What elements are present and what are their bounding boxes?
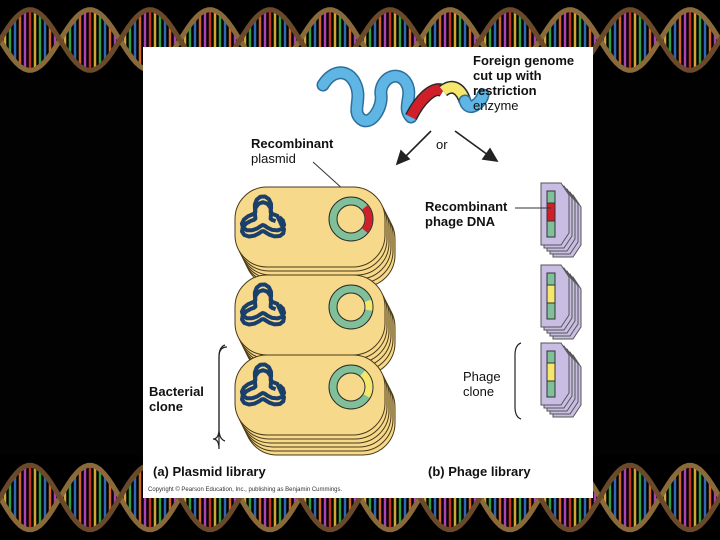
recombinant-plasmid-label-line1: Recombinant [251,136,334,151]
phage-dna-insert [546,362,556,382]
figure-panel: Foreign genome cut up with restriction e… [143,47,593,498]
plasmid-insert [360,370,373,398]
split-arrows [395,130,499,166]
phage-dna-insert [546,202,556,222]
bacterial-clone-label: Bacterial clone [149,384,204,414]
phage-dna-insert [546,284,556,304]
phage-clone-bracket [514,342,522,420]
phage-stack [540,342,582,418]
plasmid-insert [361,205,373,233]
plasmid-insert [364,299,373,311]
plasmid-library-caption: (a) Plasmid library [153,464,266,479]
right-dark-margin [593,80,720,455]
bacterial-chromosome [239,194,287,239]
phage-library-caption: (b) Phage library [428,464,531,479]
bacterial-chromosome [239,362,287,407]
phage-stack [540,264,582,340]
foreign-genome-strand [316,66,490,128]
phage-stack [540,182,582,258]
copyright-notice: Copyright © Pearson Education, Inc., pub… [148,487,343,493]
recombinant-phage-dna-label: Recombinant phage DNA [425,199,508,229]
foreign-genome-label: Foreign genome cut up with restriction [473,53,575,98]
left-dark-margin [0,80,143,455]
recombinant-plasmid-label-line2: plasmid [251,151,296,166]
enzyme-label: enzyme [473,98,519,113]
bacterial-cell-stack [234,354,396,456]
bacterial-cell-stack [234,186,396,288]
phage-clone-label: Phage clone [463,369,501,399]
or-label: or [436,137,448,152]
figure-art [212,66,582,456]
bacterial-chromosome [239,282,287,327]
